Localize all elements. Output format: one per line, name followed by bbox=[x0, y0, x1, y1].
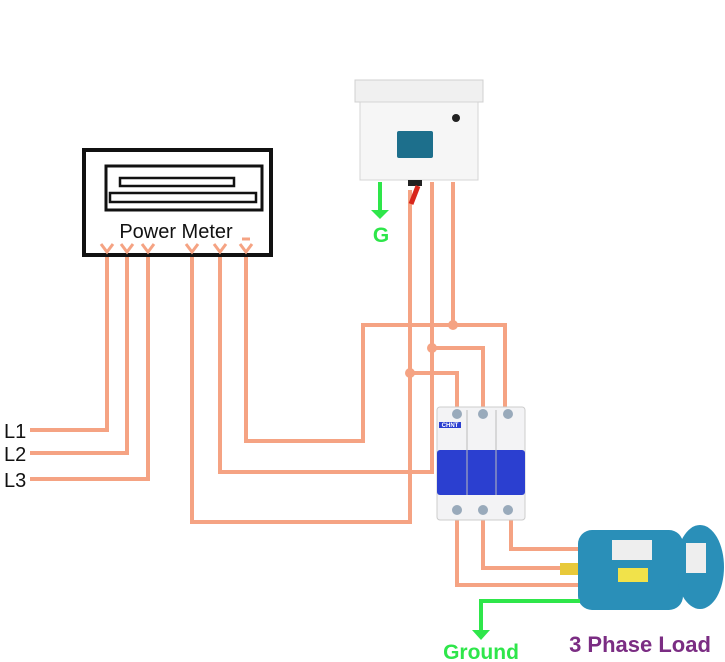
junction bbox=[427, 343, 437, 353]
wire-meter-out-1 bbox=[190, 190, 412, 524]
wire-breaker-1 bbox=[410, 371, 459, 410]
meter-label: Power Meter bbox=[119, 221, 233, 243]
wire-l2 bbox=[30, 252, 129, 455]
meter-terminals bbox=[99, 237, 254, 255]
line-label-l2: L2 bbox=[4, 444, 26, 466]
junction bbox=[405, 368, 415, 378]
wire-l3 bbox=[30, 252, 150, 481]
wire-load-3 bbox=[509, 515, 580, 551]
wire-breaker-2 bbox=[432, 346, 485, 410]
wire-load-2 bbox=[481, 515, 580, 570]
line-label-l3: L3 bbox=[4, 470, 26, 492]
phase-wires bbox=[30, 182, 580, 587]
line-label-l1: L1 bbox=[4, 421, 26, 443]
capacitor-box bbox=[354, 79, 484, 205]
wire-l1 bbox=[30, 252, 109, 432]
capacitor-ground-label: G bbox=[373, 224, 389, 247]
wire-meter-out-3 bbox=[244, 252, 507, 443]
load-label: 3 Phase Load bbox=[569, 632, 711, 657]
load-ground-arrow bbox=[472, 599, 580, 640]
junction bbox=[448, 320, 458, 330]
load-ground-label: Ground bbox=[443, 641, 519, 662]
motor bbox=[560, 525, 724, 610]
breaker-brand: CHNT bbox=[442, 423, 459, 429]
wire-load-1 bbox=[455, 515, 580, 587]
capacitor-ground-arrow bbox=[371, 182, 389, 219]
circuit-breaker bbox=[436, 406, 526, 521]
power-meter bbox=[82, 148, 273, 257]
